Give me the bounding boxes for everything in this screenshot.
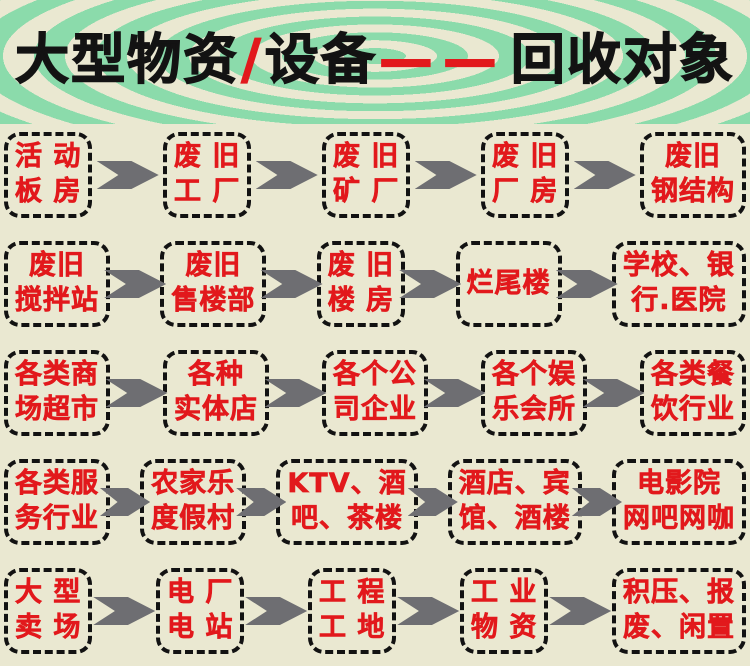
flow-row-4: 各类服 务行业 农家乐 度假村 KTV、酒 吧、茶楼 酒店、宾 馆、酒楼 电影院… bbox=[4, 459, 746, 545]
flow-box: 积压、报 废、闲置 bbox=[612, 568, 746, 654]
flow-box-label: 学校、银 行.医院 bbox=[622, 250, 735, 316]
title-part2: 设备 bbox=[264, 28, 377, 91]
flow-box: 活 动 板 房 bbox=[4, 132, 93, 218]
flow-box-label: 大 型 卖 场 bbox=[15, 577, 82, 643]
flow-box-label: 各种 实体店 bbox=[174, 359, 258, 425]
arrow-right-icon bbox=[582, 379, 645, 407]
flow-row-1: 活 动 板 房 废 旧 工 厂 废 旧 矿 厂 废 旧 厂 房 废旧 钢结构 bbox=[4, 132, 746, 218]
flow-box: 大 型 卖 场 bbox=[4, 568, 93, 654]
flow-box-label: 酒店、宾 馆、酒楼 bbox=[458, 468, 571, 534]
arrow-right-icon bbox=[105, 379, 168, 407]
flow-box: KTV、酒 吧、茶楼 bbox=[276, 459, 418, 545]
arrow-right-icon bbox=[255, 161, 318, 189]
flow-box-label: 废旧 钢结构 bbox=[651, 141, 735, 207]
arrow-right-icon bbox=[555, 270, 618, 298]
flow-box-label: 废 旧 楼 房 bbox=[327, 250, 395, 316]
title-dashes: —— bbox=[378, 28, 507, 91]
flow-box: 废旧 搅拌站 bbox=[4, 241, 110, 327]
flow-box: 各类餐 饮行业 bbox=[640, 350, 746, 436]
flow-box-label: 电 厂 电 站 bbox=[167, 577, 234, 643]
flow-box-label: 烂尾楼 bbox=[466, 267, 551, 299]
flow-box-label: 各个娱 乐会所 bbox=[492, 359, 576, 425]
flow-box-label: 废 旧 工 厂 bbox=[174, 141, 241, 207]
flow-box-label: 各个公 司企业 bbox=[333, 359, 417, 425]
flow-row-3: 各类商 场超市 各种 实体店 各个公 司企业 各个娱 乐会所 各类餐 饮行业 bbox=[4, 350, 746, 436]
arrow-right-icon bbox=[414, 161, 477, 189]
flow-box: 各个娱 乐会所 bbox=[481, 350, 587, 436]
flow-box-label: 工 程 工 地 bbox=[319, 577, 386, 643]
arrow-right-icon bbox=[96, 161, 159, 189]
flow-box: 各类服 务行业 bbox=[4, 459, 110, 545]
flow-box-label: 电影院 网吧网咖 bbox=[623, 468, 735, 534]
flow-box: 农家乐 度假村 bbox=[140, 459, 247, 545]
flow-box: 各类商 场超市 bbox=[4, 350, 110, 436]
header-banner: 大型物资/设备——回收对象 bbox=[0, 0, 750, 124]
title-part3: 回收对象 bbox=[510, 28, 735, 91]
flow-box-label: 各类餐 饮行业 bbox=[651, 359, 735, 425]
flow-row-2: 废旧 搅拌站 废旧 售楼部 废 旧 楼 房 烂尾楼 学校、银 行.医院 bbox=[4, 241, 746, 327]
page-title: 大型物资/设备——回收对象 bbox=[14, 32, 735, 91]
flow-box: 各种 实体店 bbox=[163, 350, 269, 436]
title-part1: 大型物资 bbox=[14, 28, 240, 91]
flow-box: 工 程 工 地 bbox=[308, 568, 397, 654]
flow-box-label: 废旧 搅拌站 bbox=[15, 250, 99, 316]
title-slash: / bbox=[240, 28, 263, 91]
flow-row-5: 大 型 卖 场 电 厂 电 站 工 程 工 地 工 业 物 资 积压、报 废、闲… bbox=[4, 568, 746, 654]
flow-box: 废 旧 厂 房 bbox=[481, 132, 570, 218]
arrow-right-icon bbox=[399, 270, 462, 298]
flow-box-label: 积压、报 废、闲置 bbox=[623, 577, 735, 643]
flow-box-label: 废 旧 矿 厂 bbox=[333, 141, 400, 207]
arrow-right-icon bbox=[397, 597, 460, 625]
arrow-right-icon bbox=[260, 270, 323, 298]
flow-box: 废旧 售楼部 bbox=[160, 241, 267, 327]
arrow-right-icon bbox=[93, 597, 156, 625]
flow-box: 废旧 钢结构 bbox=[640, 132, 746, 218]
flow-box-label: 农家乐 度假村 bbox=[151, 468, 236, 534]
flow-box: 电影院 网吧网咖 bbox=[612, 459, 746, 545]
flow-box: 电 厂 电 站 bbox=[156, 568, 245, 654]
arrow-right-icon bbox=[264, 379, 327, 407]
flow-box: 废 旧 楼 房 bbox=[316, 241, 406, 327]
flow-box-label: 各类商 场超市 bbox=[15, 359, 99, 425]
flow-box-label: 废 旧 厂 房 bbox=[492, 141, 559, 207]
flow-box-label: 各类服 务行业 bbox=[15, 468, 99, 534]
arrow-right-icon bbox=[245, 597, 308, 625]
flow-box-label: 活 动 板 房 bbox=[15, 141, 82, 207]
flow-box-label: 废旧 售楼部 bbox=[171, 250, 256, 316]
arrow-right-icon bbox=[423, 379, 486, 407]
flow-box-label: 工 业 物 资 bbox=[471, 577, 538, 643]
arrow-right-icon bbox=[104, 270, 167, 298]
flow-box: 酒店、宾 馆、酒楼 bbox=[447, 459, 582, 545]
flow-box: 废 旧 矿 厂 bbox=[322, 132, 411, 218]
flow-box: 学校、银 行.医院 bbox=[611, 241, 746, 327]
flow-grid: 活 动 板 房 废 旧 工 厂 废 旧 矿 厂 废 旧 厂 房 废旧 钢结构 废… bbox=[0, 124, 750, 666]
arrow-right-icon bbox=[573, 161, 636, 189]
flow-box: 各个公 司企业 bbox=[322, 350, 428, 436]
flow-box: 废 旧 工 厂 bbox=[163, 132, 252, 218]
arrow-right-icon bbox=[549, 597, 612, 625]
flow-box: 工 业 物 资 bbox=[460, 568, 549, 654]
flow-box: 烂尾楼 bbox=[455, 241, 562, 327]
flow-box-label: KTV、酒 吧、茶楼 bbox=[287, 468, 407, 534]
